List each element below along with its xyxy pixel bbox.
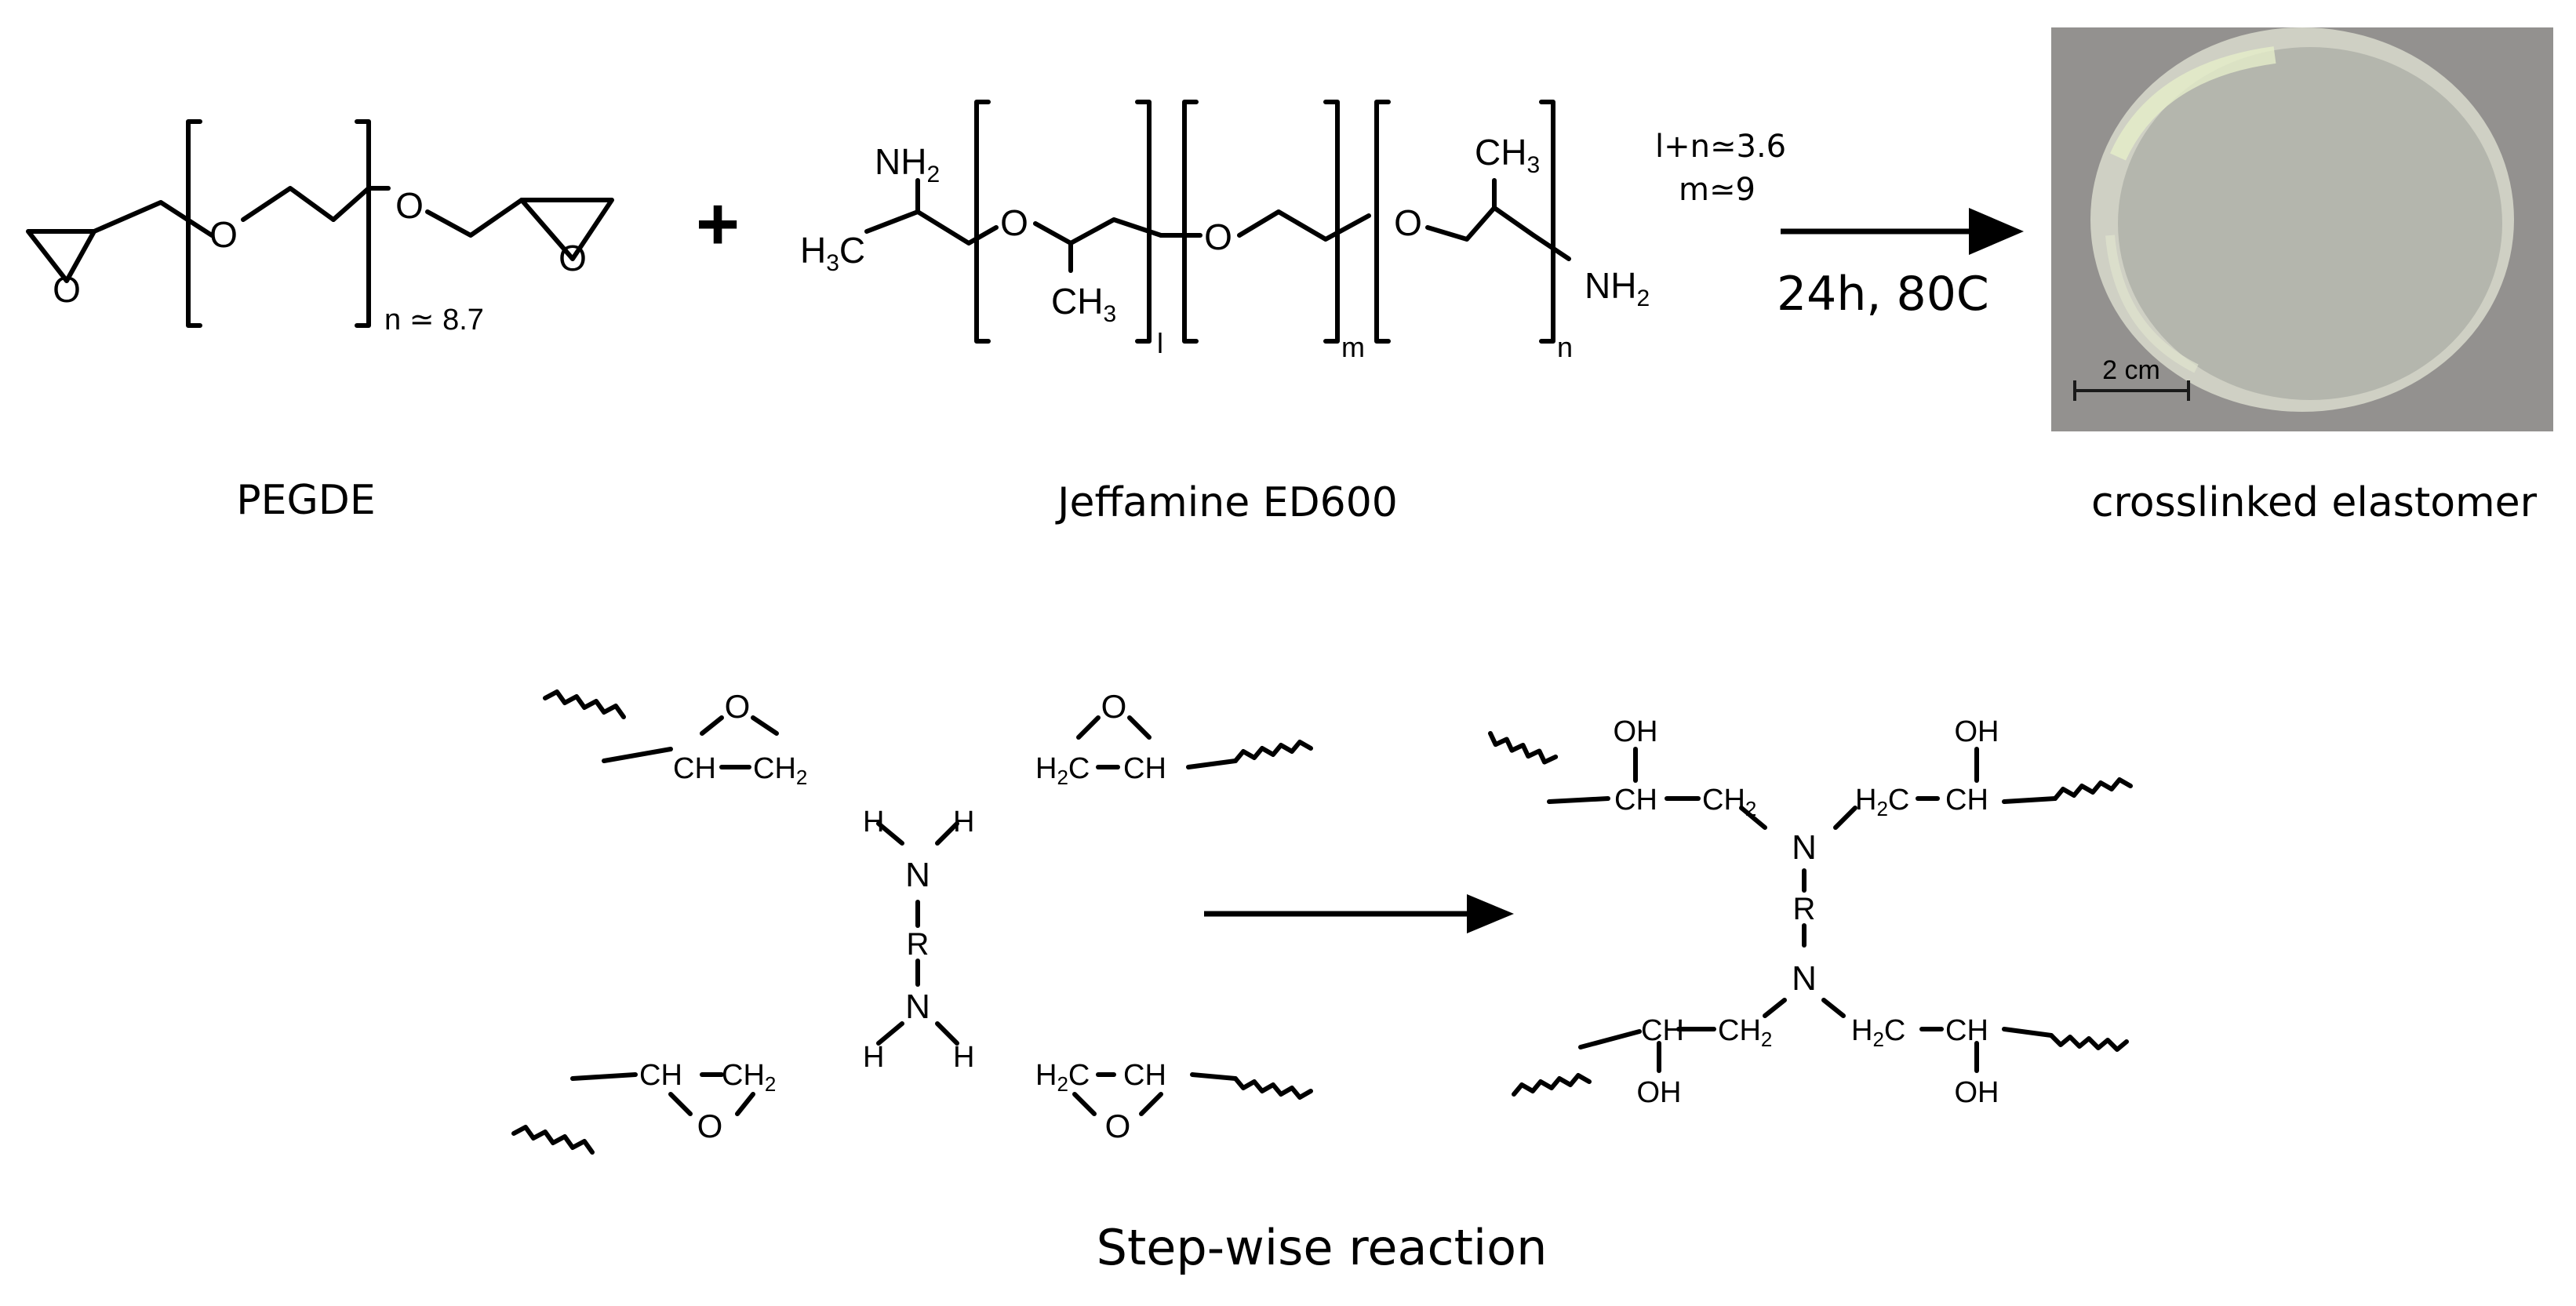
- reaction-arrow-top: [1781, 208, 2024, 255]
- ch-tl: CH: [673, 752, 716, 785]
- product-oh-tr: OH: [1955, 715, 1999, 748]
- product-ch2-tl: CH2: [1702, 784, 1756, 820]
- jeffamine-bracket-l-left: [974, 100, 991, 344]
- wavy-chain-tl: [543, 689, 626, 719]
- ratio-m: m≃9: [1679, 172, 1756, 208]
- stepwise-product-bonds: [1488, 731, 2133, 1097]
- jeffamine-bracket-m-right: [1323, 100, 1340, 344]
- stepwise-caption: Step-wise reaction: [1097, 1219, 1548, 1276]
- product-n-top: N: [1792, 828, 1817, 867]
- product-r: R: [1793, 892, 1816, 926]
- jeffamine-bracket-n-right: [1539, 100, 1555, 344]
- wavy-chain-product-br: [2049, 1033, 2129, 1052]
- amine-r: R: [907, 927, 930, 962]
- jeffamine-subscript-m: m: [1341, 331, 1365, 363]
- wavy-chain-product-tr: [2053, 777, 2133, 801]
- h2c-br: H2C: [1035, 1059, 1090, 1096]
- jeffamine-bracket-m-left: [1182, 100, 1199, 344]
- pegde-bracket-left: [186, 119, 202, 328]
- jeffamine-nh2-top: NH2: [875, 141, 940, 187]
- plus-sign: +: [696, 182, 740, 266]
- pegde-epoxide-o-left: O: [53, 269, 81, 310]
- wavy-chain-bl: [511, 1125, 595, 1155]
- elastomer-photo: 2 cm: [2051, 27, 2553, 431]
- reaction-conditions: 24h, 80C: [1777, 267, 1989, 322]
- epoxide-o-br: O: [1105, 1108, 1131, 1144]
- amine-n-top: N: [905, 856, 930, 894]
- wavy-chain-product-bl: [1512, 1073, 1592, 1097]
- product-label: crosslinked elastomer: [2091, 479, 2538, 526]
- jeffamine-bracket-n-left: [1374, 100, 1391, 344]
- product-h2c-br: H2C: [1851, 1014, 1905, 1051]
- right-epoxide-ring: [519, 198, 614, 261]
- h2c-tr: H2C: [1035, 752, 1090, 789]
- jeffamine-h3c: H3C: [800, 230, 865, 276]
- amine-h-3: H: [863, 1041, 884, 1074]
- wavy-chain-tr: [1233, 740, 1313, 763]
- amine-h-2: H: [953, 806, 974, 839]
- epoxide-o-bl: O: [697, 1108, 723, 1144]
- jeffamine-nh2-right: NH2: [1585, 265, 1650, 311]
- jeffamine-o-2: O: [1204, 216, 1232, 257]
- pegde-ether-o-2: O: [395, 185, 424, 226]
- epoxide-o-tl: O: [725, 688, 751, 725]
- wavy-chain-product-tl: [1488, 731, 1559, 765]
- ch-tr: CH: [1123, 752, 1166, 785]
- product-h2c-tr: H2C: [1855, 784, 1909, 820]
- scale-bar-label: 2 cm: [2102, 355, 2160, 385]
- product-oh-tl: OH: [1614, 715, 1658, 748]
- product-ch-tl: CH: [1614, 784, 1657, 817]
- left-epoxide-ring: [26, 229, 96, 283]
- product-n-bottom: N: [1792, 959, 1817, 998]
- product-ch-tr: CH: [1945, 784, 1988, 817]
- pegde-structure: [26, 119, 614, 328]
- pegde-ether-o-1: O: [209, 214, 238, 255]
- pegde-bracket-right: [355, 119, 371, 328]
- pegde-repeat-subscript: n ≃ 8.7: [384, 304, 484, 337]
- jeffamine-ch3-mid: CH3: [1051, 281, 1116, 327]
- ratio-l-plus-n: l+n≃3.6: [1655, 129, 1786, 165]
- ch-br: CH: [1123, 1059, 1166, 1092]
- ch2-bl: CH2: [722, 1059, 776, 1096]
- reaction-arrow-bottom: [1204, 894, 1514, 933]
- ch2-tl: CH2: [753, 752, 807, 789]
- product-ch2-bl: CH2: [1718, 1014, 1772, 1051]
- ch-bl: CH: [639, 1059, 682, 1092]
- product-oh-bl: OH: [1637, 1076, 1682, 1109]
- product-ch-br: CH: [1945, 1014, 1988, 1047]
- amine-n-bottom: N: [905, 988, 930, 1026]
- jeffamine-bracket-l-right: [1135, 100, 1152, 344]
- amine-h-4: H: [953, 1041, 974, 1074]
- jeffamine-subscript-l: l: [1157, 327, 1163, 359]
- product-ch-bl: CH: [1641, 1014, 1684, 1047]
- jeffamine-structure: [864, 100, 1571, 344]
- product-oh-br: OH: [1955, 1076, 1999, 1109]
- epoxide-o-tr: O: [1101, 688, 1127, 725]
- pegde-label: PEGDE: [236, 477, 375, 524]
- jeffamine-label: Jeffamine ED600: [1055, 479, 1398, 526]
- pegde-epoxide-o-right: O: [558, 238, 587, 278]
- amine-h-1: H: [863, 806, 884, 839]
- jeffamine-o-1: O: [1000, 202, 1028, 243]
- jeffamine-subscript-n: n: [1557, 331, 1573, 363]
- jeffamine-ch3-top: CH3: [1475, 132, 1540, 178]
- wavy-chain-br: [1233, 1076, 1313, 1100]
- stepwise-reactant-bonds: [511, 689, 1313, 1155]
- jeffamine-o-3: O: [1394, 202, 1422, 243]
